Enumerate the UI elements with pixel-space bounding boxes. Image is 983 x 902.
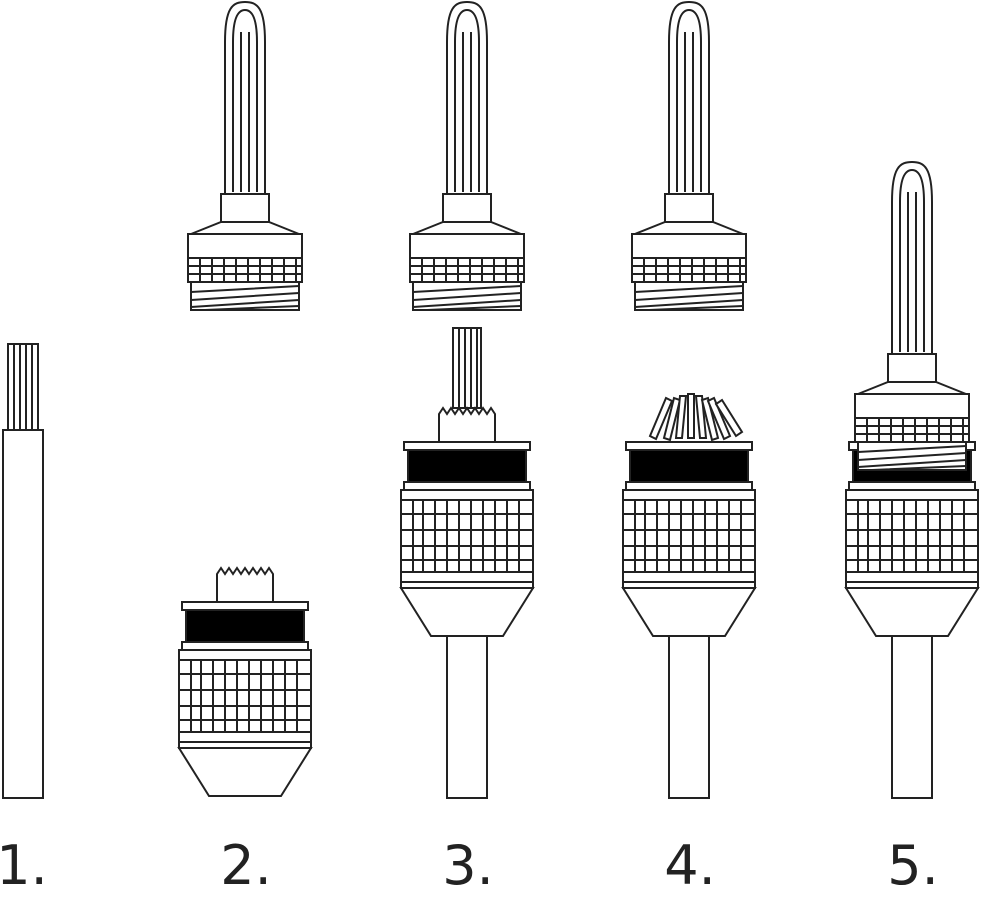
step-4-wires-fanned bbox=[622, 1, 756, 799]
step-5-assembled bbox=[845, 161, 979, 799]
step-label-2: 2. bbox=[220, 834, 272, 897]
step-1-stripped-cable bbox=[2, 343, 44, 799]
step-2-plug-parts bbox=[178, 1, 312, 797]
step-3-wire-inserted bbox=[400, 1, 534, 799]
step-label-1: 1. bbox=[0, 834, 48, 897]
step-label-4: 4. bbox=[664, 834, 716, 897]
step-label-5: 5. bbox=[887, 834, 939, 897]
step-label-3: 3. bbox=[442, 834, 494, 897]
